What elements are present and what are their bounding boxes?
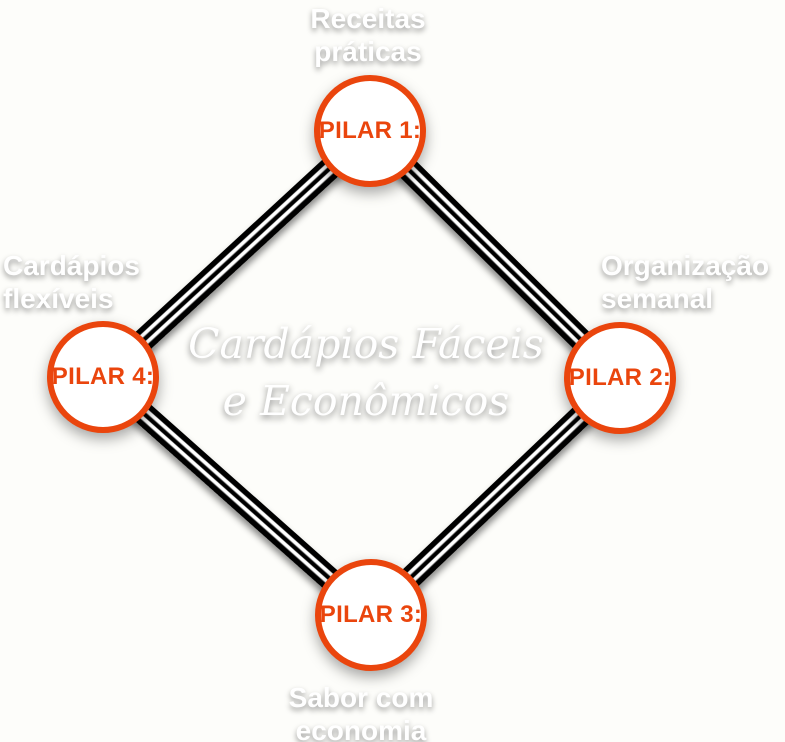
node-pilar-2: PILAR 2:	[564, 322, 676, 434]
label-pilar-3-line2: economia	[295, 715, 427, 742]
label-pilar-4-line2: flexíveis	[3, 283, 114, 314]
node-pilar-3-badge: PILAR 3:	[319, 601, 423, 628]
label-pilar-2: Organização semanal	[601, 249, 785, 315]
diagram-title-line2: e Econômicos	[222, 377, 510, 425]
node-pilar-4: PILAR 4:	[47, 321, 159, 433]
label-pilar-2-line2: semanal	[601, 283, 714, 314]
node-pilar-2-badge: PILAR 2:	[568, 364, 672, 391]
node-pilar-1: PILAR 1:	[314, 75, 426, 187]
node-pilar-3: PILAR 3:	[315, 559, 427, 671]
label-pilar-3-line1: Sabor com	[288, 682, 434, 713]
diagram-title-line1: Cardápios Fáceis	[188, 320, 544, 368]
label-pilar-1-line2: práticas	[314, 36, 422, 67]
label-pilar-1: Receitas práticas	[248, 2, 488, 68]
label-pilar-4-line1: Cardápios	[3, 250, 140, 281]
label-pilar-1-line1: Receitas	[310, 3, 426, 34]
label-pilar-3: Sabor com economia	[241, 681, 481, 742]
node-pilar-1-badge: PILAR 1:	[318, 117, 422, 144]
diagram-title: Cardápios Fáceis e Econômicos	[166, 316, 566, 430]
label-pilar-4: Cardápios flexíveis	[3, 249, 213, 315]
label-pilar-2-line1: Organização	[601, 250, 770, 281]
node-pilar-4-badge: PILAR 4:	[51, 363, 155, 390]
